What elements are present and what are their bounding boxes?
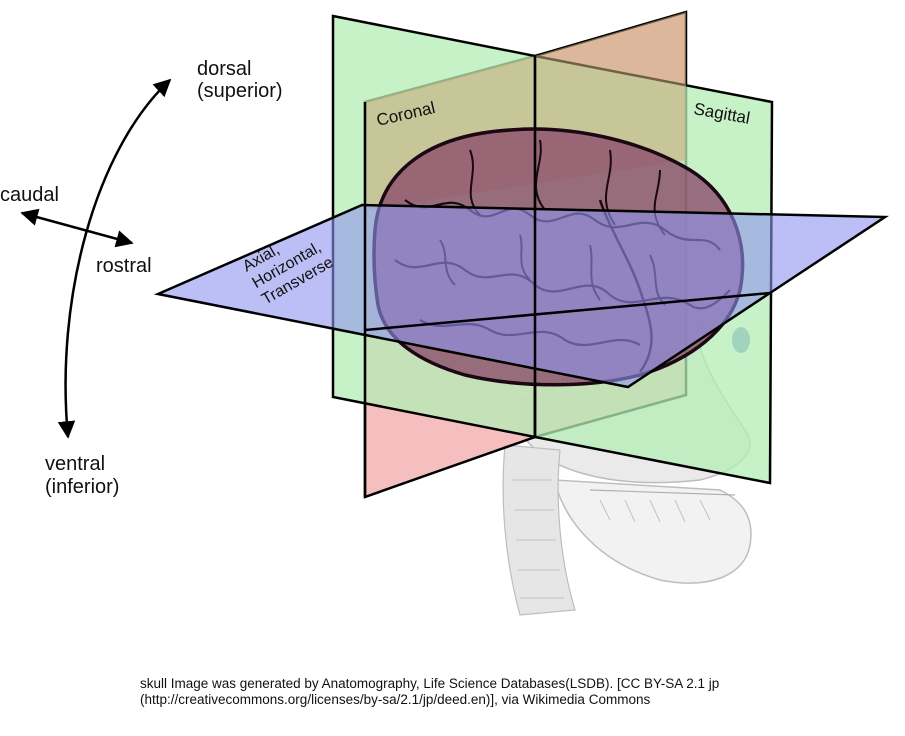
- superior-label: (superior): [197, 80, 283, 102]
- rostral-label: rostral: [96, 255, 152, 277]
- ventral-label: ventral: [45, 453, 106, 475]
- credit-line-2: (http://creativecommons.org/licenses/by-…: [140, 692, 651, 707]
- image-credit: skull Image was generated by Anatomograp…: [140, 676, 719, 708]
- caudal-label: caudal: [0, 184, 59, 206]
- axial-plane: [153, 203, 890, 389]
- rostral-caudal-arrow: [20, 208, 134, 248]
- dorsal-label: dorsal: [197, 58, 252, 80]
- credit-line-1: skull Image was generated by Anatomograp…: [140, 676, 720, 691]
- inferior-label: (inferior): [45, 476, 120, 498]
